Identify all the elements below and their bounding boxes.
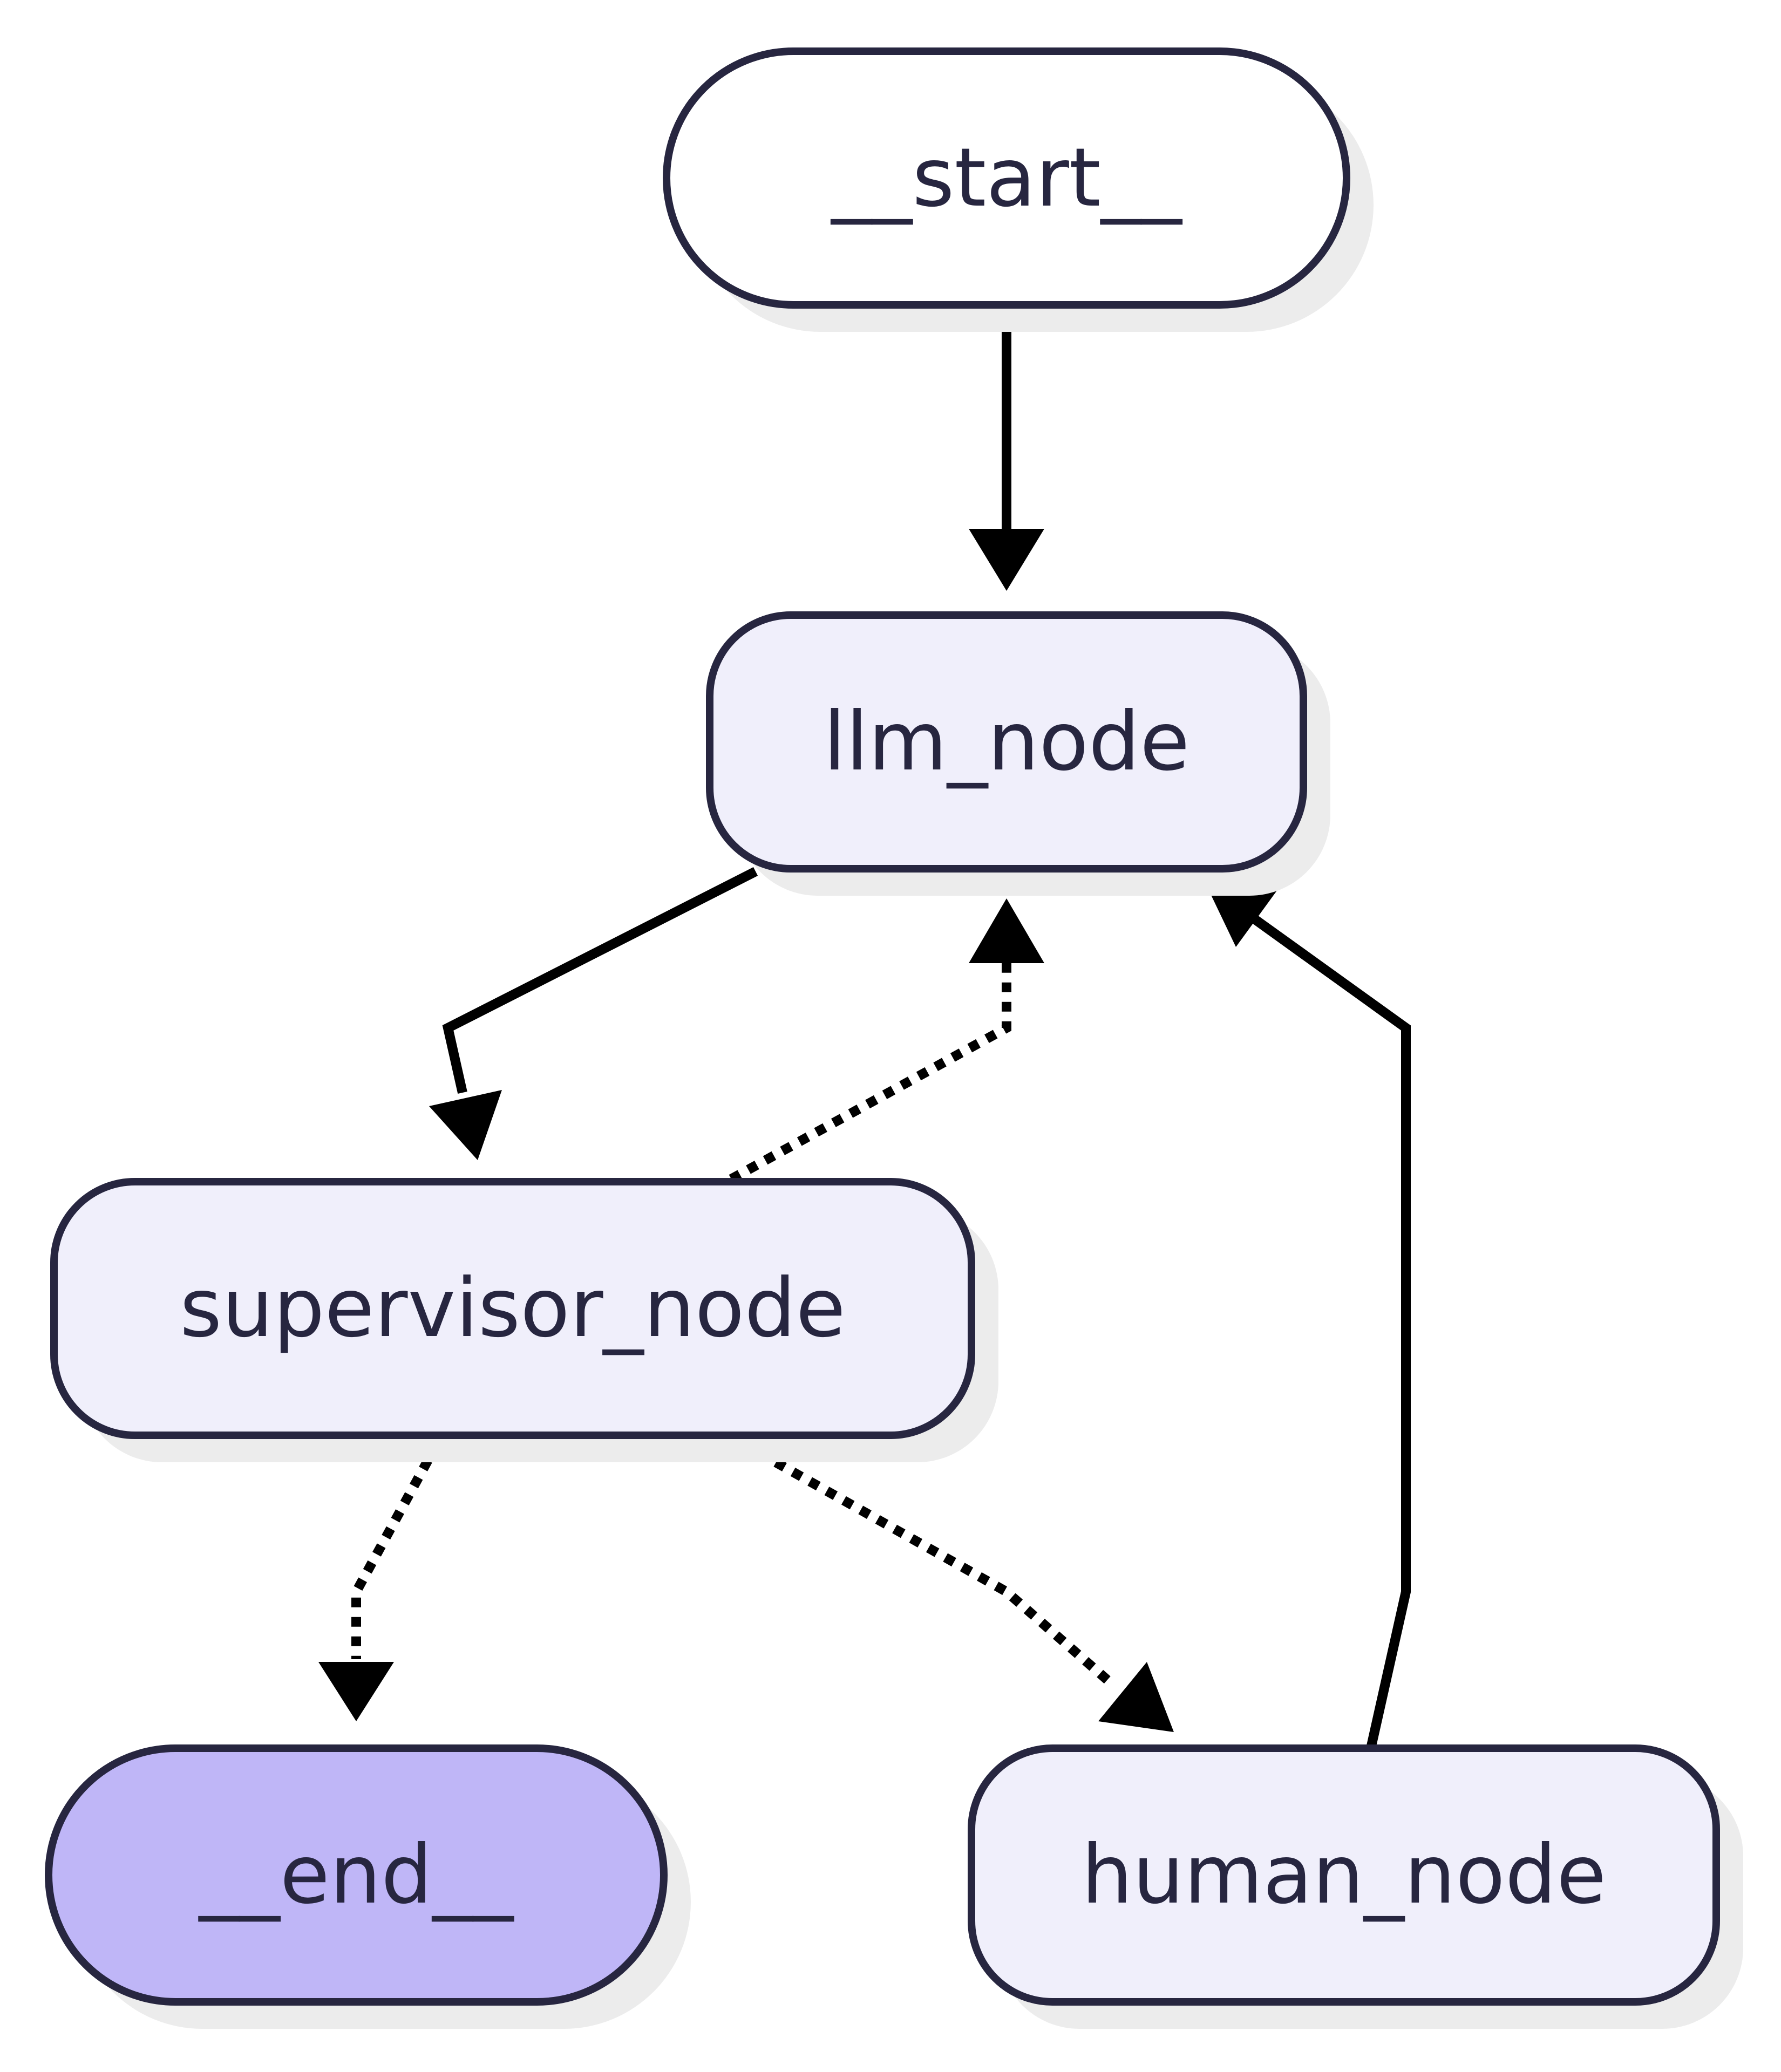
node-llm-shape (706, 611, 1307, 873)
edge-supervisor-to-llm (729, 898, 1044, 1183)
node-llm[interactable]: llm_node (706, 611, 1330, 896)
node-supervisor-shape (50, 1178, 975, 1439)
node-human[interactable]: human_node (968, 1744, 1743, 2029)
node-human-label: human_node (1082, 1828, 1607, 1922)
edge-llm-to-supervisor (429, 867, 758, 1160)
edge-start-to-llm (969, 302, 1044, 591)
node-supervisor-label: supervisor_node (180, 1262, 846, 1355)
node-start-shape (663, 47, 1350, 309)
node-end[interactable]: __end__ (45, 1744, 691, 2029)
nodes: __start__ llm_node supervisor_node __end… (45, 47, 1743, 2029)
node-start[interactable]: __start__ (663, 47, 1374, 332)
edges (318, 302, 1411, 1749)
node-llm-label: llm_node (824, 695, 1190, 789)
edge-supervisor-to-end (318, 1441, 441, 1721)
node-end-label: __end__ (198, 1828, 515, 1922)
node-end-shape (45, 1744, 668, 2006)
edge-human-to-llm (1206, 885, 1411, 1749)
edge-supervisor-to-human (739, 1439, 1174, 1732)
node-start-label: __start__ (830, 131, 1182, 225)
node-human-shape (968, 1744, 1720, 2006)
node-supervisor[interactable]: supervisor_node (50, 1178, 998, 1462)
